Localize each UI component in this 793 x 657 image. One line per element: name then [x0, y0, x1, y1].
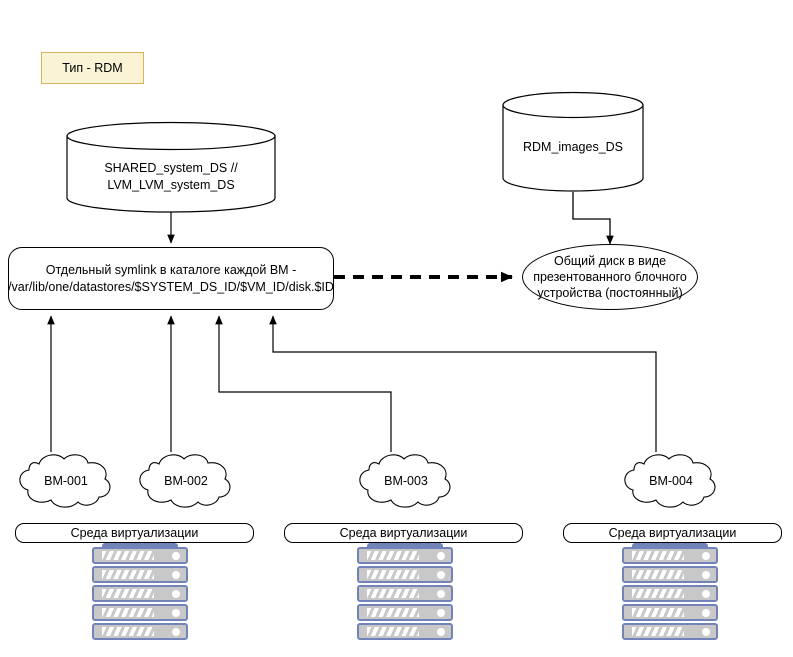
- shared-disk-line1: Общий диск в виде: [553, 253, 667, 268]
- vm-cloud-4: ВМ-004: [616, 450, 726, 510]
- server-led-icon: [172, 570, 180, 579]
- symlink-path-line1: Отдельный symlink в каталоге каждой ВМ -: [45, 262, 297, 277]
- connector-vm3-to-symlink: [215, 315, 392, 452]
- shared-disk-text: Общий диск в виде презентованного блочно…: [533, 253, 687, 302]
- server-vents-icon: [632, 627, 684, 636]
- vm-cloud-4-label: ВМ-004: [649, 474, 693, 488]
- vm-cloud-3: ВМ-003: [351, 450, 461, 510]
- server-unit: [92, 547, 188, 564]
- vm-cloud-3-label: ВМ-003: [384, 474, 428, 488]
- virtualization-env-label-2: Среда виртуализации: [339, 526, 468, 540]
- server-rack-top-cap: [367, 543, 443, 549]
- vm-cloud-2: ВМ-002: [131, 450, 241, 510]
- symlink-path-box: Отдельный symlink в каталоге каждой ВМ -…: [8, 247, 334, 310]
- server-rack-top-cap: [102, 543, 178, 549]
- server-unit: [357, 623, 453, 640]
- server-unit: [622, 604, 718, 621]
- vm-cloud-1: ВМ-001: [11, 450, 121, 510]
- server-unit: [92, 623, 188, 640]
- virtualization-env-bar-2: Среда виртуализации: [284, 523, 523, 543]
- server-rack-2: [357, 543, 453, 642]
- symlink-path-text: Отдельный symlink в каталоге каждой ВМ -…: [8, 262, 334, 296]
- server-led-icon: [172, 627, 180, 636]
- server-led-icon: [437, 589, 445, 598]
- datastore-rdm-images-ds: RDM_images_DS: [502, 91, 644, 192]
- server-led-icon: [702, 608, 710, 617]
- symlink-path-line2: /var/lib/one/datastores/$SYSTEM_DS_ID/$V…: [8, 279, 334, 294]
- virtualization-env-bar-3: Среда виртуализации: [563, 523, 782, 543]
- server-vents-icon: [367, 589, 419, 598]
- server-vents-icon: [632, 570, 684, 579]
- server-vents-icon: [632, 589, 684, 598]
- virtualization-env-bar-1: Среда виртуализации: [15, 523, 254, 543]
- legend-label: Тип - RDM: [62, 61, 123, 75]
- server-vents-icon: [102, 627, 154, 636]
- server-led-icon: [702, 570, 710, 579]
- server-unit: [622, 566, 718, 583]
- server-led-icon: [437, 570, 445, 579]
- server-unit: [92, 585, 188, 602]
- datastore-rdm-images-ds-line1: RDM_images_DS: [522, 140, 624, 154]
- server-unit: [357, 566, 453, 583]
- shared-disk-line2: презентованного блочного: [533, 269, 687, 284]
- server-vents-icon: [102, 551, 154, 560]
- server-vents-icon: [102, 570, 154, 579]
- server-vents-icon: [367, 608, 419, 617]
- datastore-shared-system-ds-line1: SHARED_system_DS //: [104, 161, 238, 175]
- vm-cloud-1-label: ВМ-001: [44, 474, 88, 488]
- server-led-icon: [172, 551, 180, 560]
- server-vents-icon: [102, 589, 154, 598]
- server-led-icon: [172, 589, 180, 598]
- vm-cloud-2-label: ВМ-002: [164, 474, 208, 488]
- shared-disk-line3: устройства (постоянный): [537, 286, 683, 301]
- server-led-icon: [702, 627, 710, 636]
- server-vents-icon: [632, 608, 684, 617]
- server-led-icon: [702, 589, 710, 598]
- server-unit: [92, 566, 188, 583]
- server-led-icon: [437, 608, 445, 617]
- server-unit: [622, 585, 718, 602]
- server-unit: [357, 547, 453, 564]
- server-vents-icon: [367, 551, 419, 560]
- datastore-shared-system-ds: SHARED_system_DS // LVM_LVM_system_DS: [66, 121, 276, 213]
- server-unit: [357, 585, 453, 602]
- server-unit: [92, 604, 188, 621]
- server-vents-icon: [367, 570, 419, 579]
- server-rack-1: [92, 543, 188, 642]
- server-rack-top-cap: [632, 543, 708, 549]
- server-led-icon: [702, 551, 710, 560]
- connector-vm4-to-symlink: [269, 315, 657, 452]
- server-unit: [622, 547, 718, 564]
- connector-rdm-ds-to-shared-disk: [572, 192, 614, 245]
- server-vents-icon: [102, 608, 154, 617]
- server-rack-3: [622, 543, 718, 642]
- server-led-icon: [172, 608, 180, 617]
- legend-type-rdm: Тип - RDM: [41, 52, 144, 84]
- server-vents-icon: [632, 551, 684, 560]
- server-vents-icon: [367, 627, 419, 636]
- virtualization-env-label-3: Среда виртуализации: [608, 526, 737, 540]
- datastore-shared-system-ds-line2: LVM_LVM_system_DS: [107, 178, 235, 192]
- server-led-icon: [437, 551, 445, 560]
- server-unit: [622, 623, 718, 640]
- virtualization-env-label-1: Среда виртуализации: [70, 526, 199, 540]
- server-led-icon: [437, 627, 445, 636]
- server-unit: [357, 604, 453, 621]
- shared-disk-ellipse: Общий диск в виде презентованного блочно…: [522, 244, 698, 310]
